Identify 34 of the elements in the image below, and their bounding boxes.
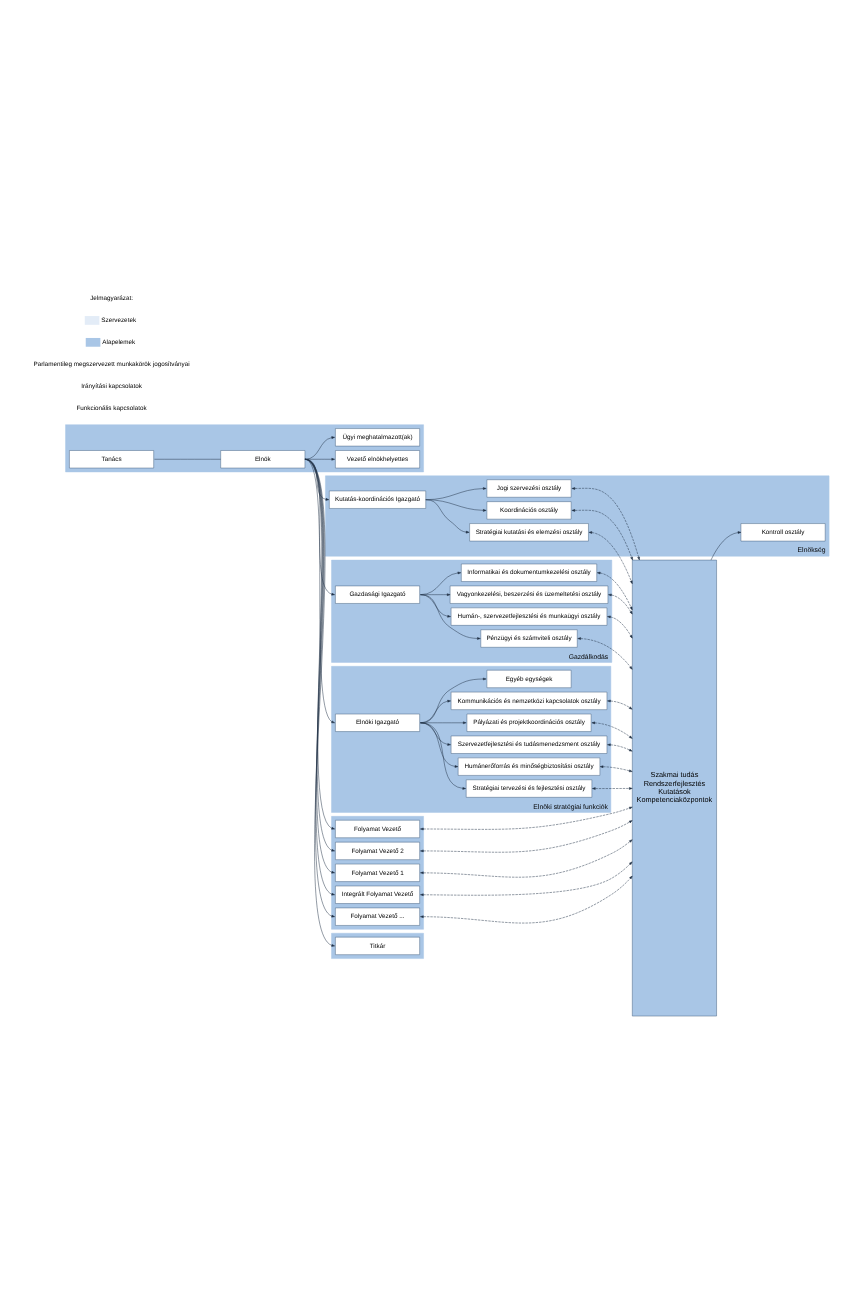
- arrow: [420, 721, 459, 767]
- arrow: [420, 819, 633, 852]
- arrow: [607, 614, 633, 638]
- arrow: [420, 676, 487, 723]
- arrow: [597, 570, 633, 610]
- arrow: [608, 592, 633, 614]
- arrow: [420, 720, 467, 724]
- arrow: [304, 458, 335, 595]
- arrow: [420, 805, 633, 830]
- arrow: [425, 498, 470, 533]
- arrow: [710, 530, 742, 560]
- arrow: [425, 486, 487, 499]
- arrow: [304, 435, 335, 459]
- arrow: [420, 874, 633, 923]
- arrow: [599, 764, 633, 772]
- arrow: [577, 636, 633, 669]
- arrow: [304, 457, 335, 460]
- arrow: [420, 721, 451, 745]
- arrow: [591, 720, 633, 738]
- arrow: [420, 838, 633, 877]
- arrow: [304, 458, 335, 723]
- arrow: [304, 458, 330, 500]
- arrow: [425, 498, 487, 511]
- arrow: [571, 508, 633, 560]
- arrow: [420, 593, 481, 639]
- arrow: [607, 742, 633, 751]
- arrow: [592, 786, 633, 789]
- arrow: [420, 593, 451, 617]
- arrow: [607, 698, 633, 709]
- arrow: [571, 486, 640, 560]
- arrow: [420, 570, 462, 594]
- arrow: [420, 860, 633, 896]
- arrow: [420, 721, 466, 789]
- arrow: [588, 530, 633, 584]
